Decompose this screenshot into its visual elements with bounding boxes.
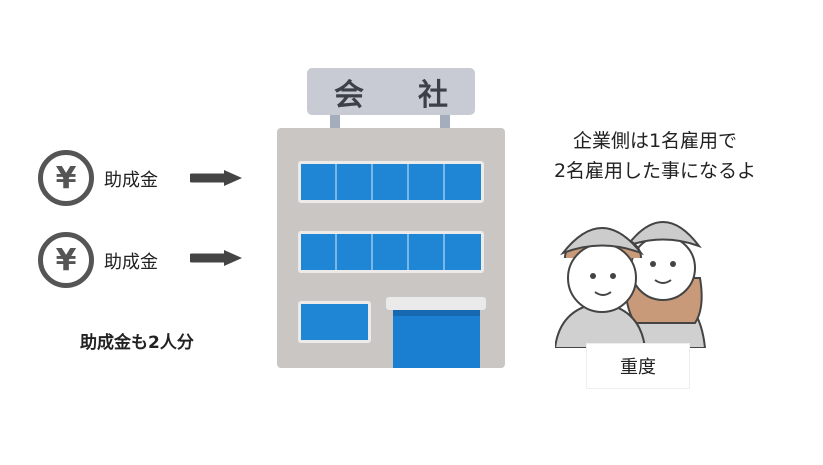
arrow-right-icon (190, 250, 242, 266)
message-line: 2名雇用した事になるよ (553, 160, 757, 182)
door-awning (386, 297, 486, 310)
window-row (298, 161, 484, 203)
message-line: 企業側は1名雇用で (572, 130, 738, 152)
window-row (298, 231, 484, 273)
subsidy-label: 助成金 (104, 170, 158, 191)
worker-label: 重度 (586, 343, 690, 389)
workers-illustration (555, 221, 707, 348)
company-sign: 会社 (307, 68, 475, 115)
yen-symbol: ¥ (55, 160, 77, 196)
sign-char: 会 (334, 77, 364, 113)
yen-symbol: ¥ (55, 242, 77, 278)
window-small (298, 301, 371, 343)
subsidy-caption: 助成金も2人分 (80, 333, 194, 353)
subsidy-label: 助成金 (104, 252, 158, 273)
sign-post (440, 115, 450, 129)
yen-coin-icon: ¥ (38, 150, 94, 206)
yen-coin-icon: ¥ (38, 232, 94, 288)
sign-char: 社 (418, 77, 448, 113)
sign-post (330, 115, 340, 129)
entrance-door (393, 310, 480, 368)
arrow-right-icon (190, 170, 242, 186)
message: 企業側は1名雇用で 2名雇用した事になるよ (510, 126, 800, 186)
